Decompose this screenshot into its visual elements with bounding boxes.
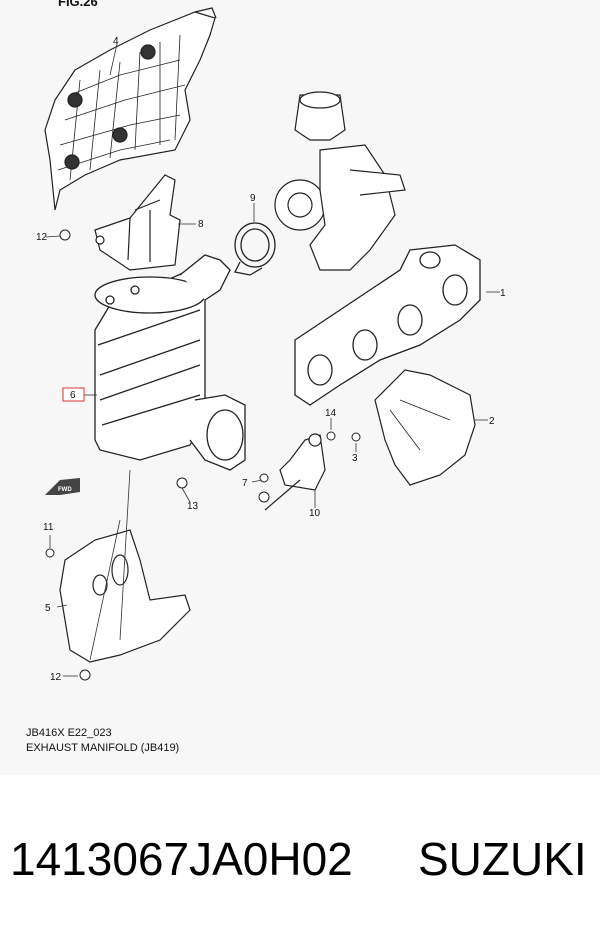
forward-direction-arrow: FWD	[45, 478, 80, 495]
fasteners	[45, 229, 361, 681]
callout-2: 2	[489, 416, 495, 427]
callout-10: 10	[309, 508, 321, 519]
heat-shield-lower-part	[59, 529, 191, 663]
exploded-parts-diagram: FIG.26	[36, 0, 506, 683]
figure-label: FIG.26	[58, 0, 98, 9]
clamp-part	[234, 222, 276, 276]
bolt-part-11	[45, 548, 55, 558]
turbocharger-part	[274, 91, 406, 271]
bolt-part-3	[351, 432, 361, 442]
heat-shield-manifold-part	[374, 369, 476, 486]
callout-11: 11	[43, 522, 54, 533]
brand-name: SUZUKI	[418, 833, 587, 885]
diagram-caption: EXHAUST MANIFOLD (JB419)	[26, 742, 180, 754]
callout-9: 9	[250, 193, 256, 204]
callout-3: 3	[352, 453, 358, 464]
nut-part-14	[326, 431, 336, 441]
manifold-bracket-part	[264, 433, 326, 511]
drawing-code: JB416X E22_023	[26, 727, 112, 739]
callout-13: 13	[187, 501, 199, 512]
bolt-part-13	[176, 477, 188, 489]
callout-12-upper: 12	[36, 232, 48, 243]
callout-6: 6	[70, 390, 76, 401]
bracket-part	[94, 174, 181, 271]
leader-lines	[45, 43, 500, 677]
fwd-label: FWD	[58, 487, 72, 493]
exhaust-manifold-part	[294, 244, 481, 406]
callout-5: 5	[45, 603, 51, 614]
callout-12-lower: 12	[50, 672, 62, 683]
callout-8: 8	[198, 219, 204, 230]
washer-part-7	[258, 491, 270, 503]
callout-7: 7	[242, 478, 248, 489]
catalytic-converter-part	[94, 254, 246, 471]
diagram-panel: FIG.26	[26, 0, 506, 754]
bolt-part-7	[259, 473, 269, 483]
callout-14: 14	[325, 408, 337, 419]
callout-labels: 4 12 8 9 6 1 2 14 3 7 13 10 11 5 12	[36, 36, 506, 683]
nut-part-12-lower	[79, 669, 91, 681]
callout-6-box	[62, 387, 85, 402]
callout-1: 1	[500, 288, 506, 299]
callout-4: 4	[113, 36, 119, 47]
heat-shield-upper-part	[44, 7, 217, 211]
part-number: 1413067JA0H02	[10, 833, 353, 885]
nut-part-12-upper	[59, 229, 71, 241]
product-info-band	[0, 775, 600, 932]
